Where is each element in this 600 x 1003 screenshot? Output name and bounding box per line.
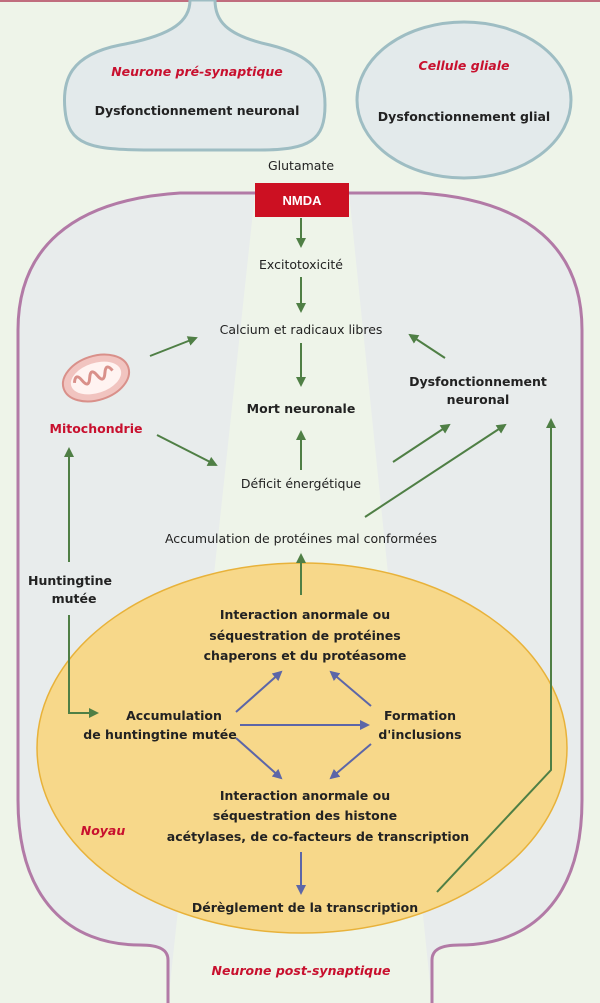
arrow-mito-calcium (149, 336, 198, 357)
node-interaction1-line2: séquestration de protéines (209, 628, 401, 643)
arrow-formation-interaction1 (329, 670, 372, 707)
nmda-receptor: NMDA (255, 183, 349, 217)
node-interaction2-line2: séquestration des histone (212, 808, 398, 823)
node-huntingtine-line1: Huntingtine (27, 573, 113, 588)
node-interaction1-line1: Interaction anormale ou (219, 607, 391, 622)
glial-cell-shape (355, 20, 573, 180)
node-formation-line2: d'inclusions (378, 727, 462, 742)
node-accumulation-proteines: Accumulation de protéines mal conformées (164, 531, 438, 546)
node-dereglement: Dérèglement de la transcription (191, 900, 419, 915)
node-huntingtine-line2: mutée (51, 591, 97, 606)
nucleus-label: Noyau (80, 823, 126, 838)
node-dysfonction-line2: neuronal (446, 392, 510, 407)
glial-text: Dysfonctionnement glial (377, 109, 551, 124)
node-mitochondrie: Mitochondrie (49, 421, 143, 436)
node-formation-line1: Formation (384, 708, 456, 723)
node-interaction2-line3: acétylases, de co-facteurs de transcript… (166, 829, 470, 844)
mitochondrion-icon (61, 353, 131, 403)
pre-synaptic-title: Neurone pré-synaptique (111, 64, 283, 79)
node-calcium: Calcium et radicaux libres (219, 322, 383, 337)
node-mort-neuronale: Mort neuronale (246, 401, 356, 416)
arrow-deficit-dysfonction (392, 423, 451, 463)
pre-synaptic-neuron-shape (62, 0, 327, 152)
pre-synaptic-text: Dysfonctionnement neuronal (94, 103, 300, 118)
node-accum-htt-line2: de huntingtine mutée (83, 727, 237, 742)
arrow-dereglement-dysfonction (436, 418, 556, 893)
arrow-formation-interaction2 (329, 743, 372, 780)
glial-title: Cellule gliale (418, 58, 510, 73)
glutamate-label: Glutamate (267, 158, 335, 173)
post-synaptic-title: Neurone post-synaptique (211, 963, 391, 978)
node-excitotoxicite: Excitotoxicité (259, 257, 343, 272)
arrow-accum-htt-interaction1 (235, 670, 283, 713)
arrow-accum-htt-interaction2 (235, 737, 283, 780)
node-dysfonction-line1: Dysfonctionnement (409, 374, 547, 389)
node-deficit-energetique: Déficit énergétique (240, 476, 362, 491)
arrow-dysfonction-calcium (408, 333, 446, 359)
node-interaction1-line3: chaperons et du protéasome (203, 648, 407, 663)
arrow-huntingtine-accum-htt (68, 615, 99, 718)
node-interaction2-line1: Interaction anormale ou (219, 788, 391, 803)
node-accum-htt-line1: Accumulation (126, 708, 222, 723)
arrow-mito-deficit (156, 434, 218, 466)
arrow-accum-prot-dysfonction (364, 423, 507, 518)
